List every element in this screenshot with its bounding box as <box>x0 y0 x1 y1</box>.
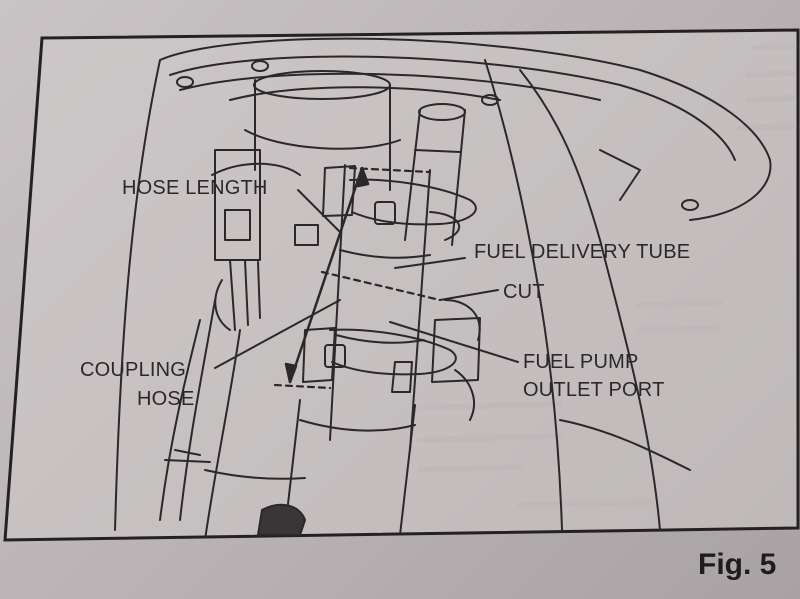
coupling-hose <box>329 164 431 451</box>
upper-hose-clamp <box>322 165 477 241</box>
electrical-connector <box>211 149 319 331</box>
leader-hose-length <box>297 189 341 233</box>
label-coupling: COUPLING <box>80 359 187 381</box>
hose-length-arrow <box>284 166 370 384</box>
mounting-flange <box>159 37 772 221</box>
label-outlet-port: OUTLET PORT <box>523 379 665 401</box>
leader-fuel-pump-outlet <box>389 321 519 363</box>
lower-hose-clamp <box>302 327 457 393</box>
label-fuel-pump: FUEL PUMP <box>523 351 639 373</box>
diagram-frame <box>3 28 800 542</box>
module-cap <box>244 70 401 191</box>
leader-lines <box>214 189 519 369</box>
label-hose: HOSE <box>137 388 195 410</box>
tank-wall <box>484 59 691 531</box>
fuel-pump-body <box>257 399 416 536</box>
leader-coupling-hose <box>214 299 341 369</box>
left-structure <box>114 59 211 531</box>
figure-label: Fig. 5 <box>698 548 777 581</box>
label-cut: CUT <box>503 281 545 303</box>
outlet-port-block <box>431 299 481 421</box>
leader-fuel-delivery-tube <box>394 257 466 269</box>
leader-cut <box>439 289 499 301</box>
label-fuel-delivery-tube: FUEL DELIVERY TUBE <box>474 241 691 263</box>
label-hose-length: HOSE LENGTH <box>122 177 268 199</box>
